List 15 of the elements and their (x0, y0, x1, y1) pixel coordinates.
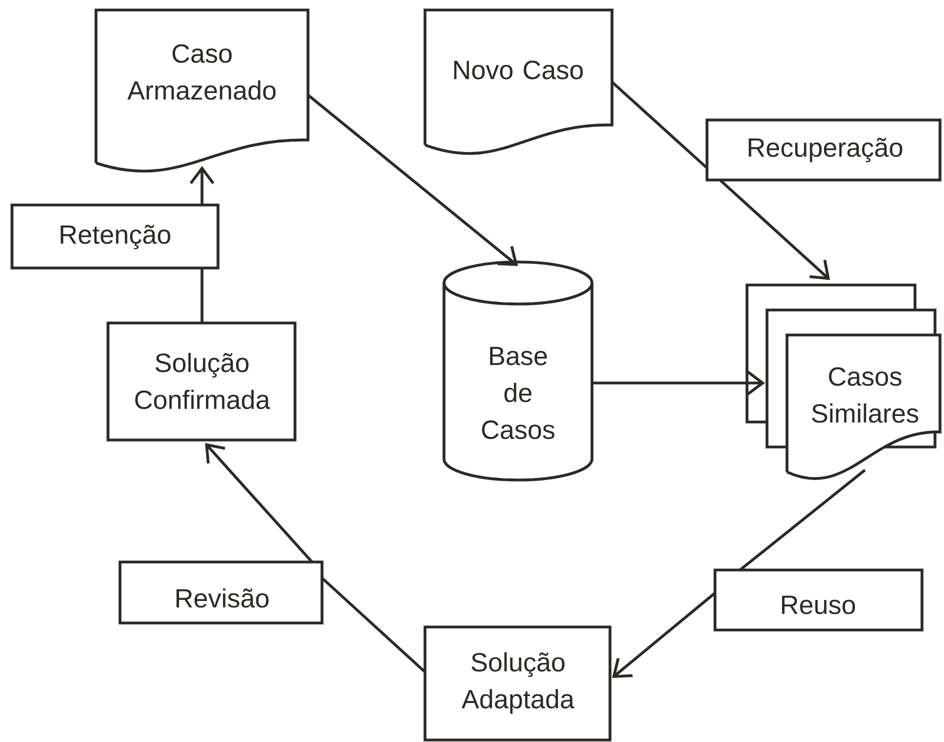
document-box: Caso Armazenado (94, 8, 310, 172)
arrow (190, 166, 214, 205)
database-cylinder: Base de Casos (442, 260, 594, 482)
step-box: Recuperação (706, 118, 942, 182)
step-box: Retenção (10, 204, 220, 270)
arrow (205, 443, 314, 563)
arrow (612, 592, 716, 678)
step-box: Reuso (714, 568, 924, 632)
process-box: Solução Confirmada (106, 322, 296, 442)
document-box: Novo Caso (424, 8, 614, 155)
arrow (307, 94, 518, 266)
arrow (719, 178, 830, 280)
arrow (592, 370, 765, 396)
process-box: Solução Adaptada (424, 626, 612, 742)
step-box: Revisão (118, 560, 324, 624)
